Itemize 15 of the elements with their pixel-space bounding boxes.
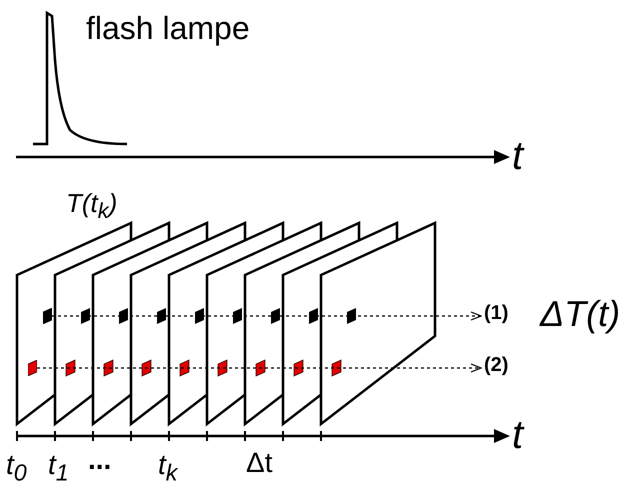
axis-label: t bbox=[512, 415, 524, 455]
caption-text: flash lampe bbox=[86, 12, 250, 44]
signal-label: ΔT(t) bbox=[540, 296, 620, 332]
tick-label: t$_{1}$ bbox=[48, 451, 69, 485]
tick-label: t$_{0}$ bbox=[6, 451, 27, 485]
dotted-arrow bbox=[37, 363, 482, 373]
axis-label: t bbox=[512, 136, 524, 176]
ellipsis-text: ... bbox=[88, 446, 112, 474]
dotted-arrow bbox=[52, 311, 482, 321]
tick-label: Δt bbox=[246, 449, 272, 477]
tick-label: t$_{k}$ bbox=[158, 451, 178, 485]
frame-label: T(t$_{k}$) bbox=[66, 190, 118, 222]
signal-label: (1) bbox=[484, 303, 508, 323]
signal-label: (2) bbox=[484, 355, 508, 375]
pixel-marker bbox=[28, 360, 37, 376]
